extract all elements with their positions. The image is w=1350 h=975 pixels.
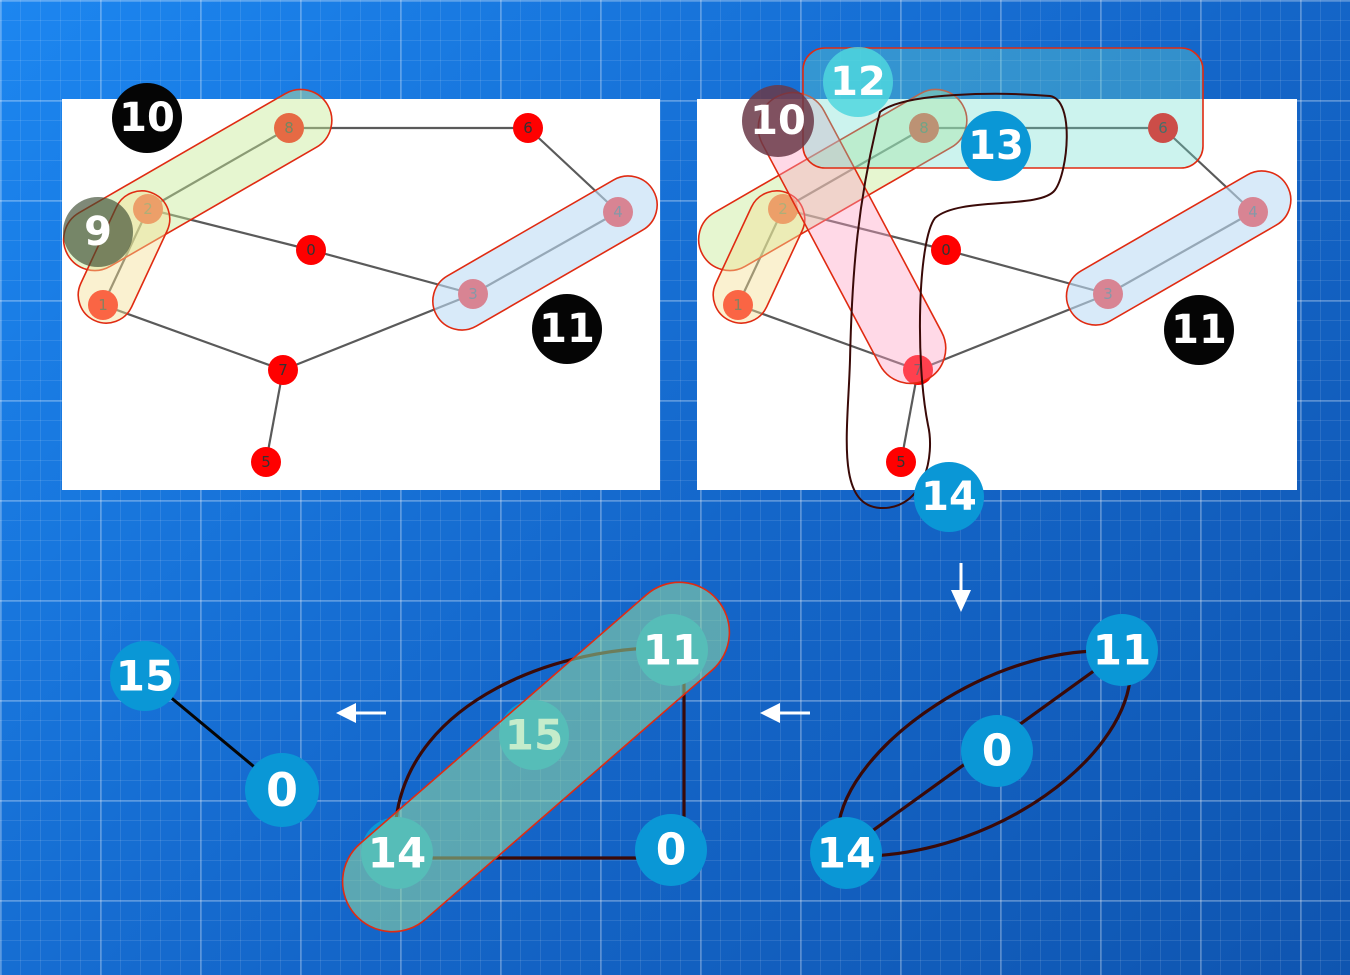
tag-14-right — [914, 462, 984, 532]
graph-node-0 — [931, 235, 961, 265]
graph-node-1-label: 1 — [733, 296, 743, 314]
node-a-14-label: 14 — [817, 829, 875, 878]
graph-node-5 — [251, 447, 281, 477]
left-arrow-middle — [336, 703, 386, 723]
graph-node-7 — [903, 355, 933, 385]
graph-node-0-label: 0 — [306, 241, 316, 259]
tag-9-left — [63, 197, 133, 267]
tag-10-left-label: 10 — [119, 95, 175, 141]
left-arrow-right — [760, 703, 810, 723]
node-a-11 — [1086, 614, 1158, 686]
edge-7-5 — [264, 369, 285, 463]
tag-12-right — [823, 47, 893, 117]
down-arrow — [951, 563, 971, 612]
graph-node-8 — [274, 113, 304, 143]
graph-node-1 — [88, 290, 118, 320]
cluster-13-outline — [845, 92, 1068, 510]
graph-node-0-label: 0 — [941, 241, 951, 259]
tag-9-left-label: 9 — [84, 209, 112, 255]
node-b-11-label: 11 — [643, 626, 701, 675]
edge-2-0 — [147, 207, 312, 252]
graph-node-7-label: 7 — [913, 361, 923, 379]
graph-node-5 — [886, 447, 916, 477]
right-cluster-shapes — [697, 47, 1292, 510]
graph-node-2-label: 2 — [778, 200, 788, 218]
node-b-0 — [635, 814, 707, 886]
edge-a-14-11-lower — [869, 679, 1132, 858]
left-cluster-tags: 10 9 11 — [63, 83, 602, 364]
graph-node-7 — [268, 355, 298, 385]
graph-node-6-label: 6 — [523, 119, 533, 137]
cluster-11-right — [1065, 170, 1292, 326]
graph-node-0 — [296, 235, 326, 265]
node-c-15-label: 15 — [116, 652, 174, 701]
tag-10-left — [112, 83, 182, 153]
right-cluster-tags: 10 12 13 11 14 — [742, 47, 1234, 532]
cluster-8-2-right — [697, 88, 968, 272]
left-graph-panel: 0 1 2 3 4 5 6 7 8 10 9 — [62, 83, 660, 490]
reduced-graph-a: 11 0 14 — [810, 614, 1158, 889]
tag-10-right-label: 10 — [750, 98, 806, 144]
tag-11-left-label: 11 — [539, 306, 595, 352]
node-c-0-label: 0 — [266, 763, 298, 817]
node-c-15 — [110, 641, 180, 711]
edge-a-14-11-upper — [836, 649, 1121, 831]
tag-13-right — [961, 111, 1031, 181]
down-arrow-head — [951, 590, 971, 612]
graph-node-1-label: 1 — [98, 296, 108, 314]
edge-8-2 — [147, 127, 290, 210]
graph-node-5-label: 5 — [261, 453, 271, 471]
graph-node-6 — [1148, 113, 1178, 143]
node-c-0 — [245, 753, 319, 827]
node-a-11-label: 11 — [1093, 626, 1151, 675]
reduced-graph-c: 15 0 — [110, 641, 319, 827]
graph-node-8 — [909, 113, 939, 143]
tag-13-right-label: 13 — [968, 123, 1024, 169]
tag-11-right — [1164, 295, 1234, 365]
graph-node-5-label: 5 — [896, 453, 906, 471]
node-b-14-label: 14 — [368, 829, 426, 878]
tag-11-left — [532, 294, 602, 364]
graph-node-7-label: 7 — [278, 361, 288, 379]
left-arrow-middle-head — [336, 703, 356, 723]
graph-node-6-label: 6 — [1158, 119, 1168, 137]
edge-1-7 — [737, 303, 919, 372]
reduced-graph-b: 15 0 11 14 — [341, 581, 731, 933]
left-arrow-right-head — [760, 703, 780, 723]
node-a-0-label: 0 — [982, 726, 1013, 777]
graph-node-8-label: 8 — [284, 119, 294, 137]
graph-node-8-label: 8 — [919, 119, 929, 137]
cluster-11-left — [432, 175, 658, 331]
node-b-0-label: 0 — [656, 825, 687, 876]
edge-1-7 — [102, 303, 284, 372]
tag-12-right-label: 12 — [830, 59, 886, 105]
graph-node-1 — [723, 290, 753, 320]
node-a-14 — [810, 817, 882, 889]
node-a-0 — [961, 715, 1033, 787]
graph-node-6 — [513, 113, 543, 143]
edge-7-5 — [899, 369, 920, 463]
cluster-15-shape — [341, 581, 731, 933]
tag-14-right-label: 14 — [921, 474, 977, 520]
right-graph-panel: 0 1 2 3 4 5 6 7 8 1 — [697, 47, 1297, 532]
tag-11-right-label: 11 — [1171, 307, 1227, 353]
graph-node-2-label: 2 — [143, 200, 153, 218]
edge-2-0 — [782, 207, 947, 252]
graph-node-2 — [768, 194, 798, 224]
tag-10-right — [742, 85, 814, 157]
graph-node-2 — [133, 194, 163, 224]
